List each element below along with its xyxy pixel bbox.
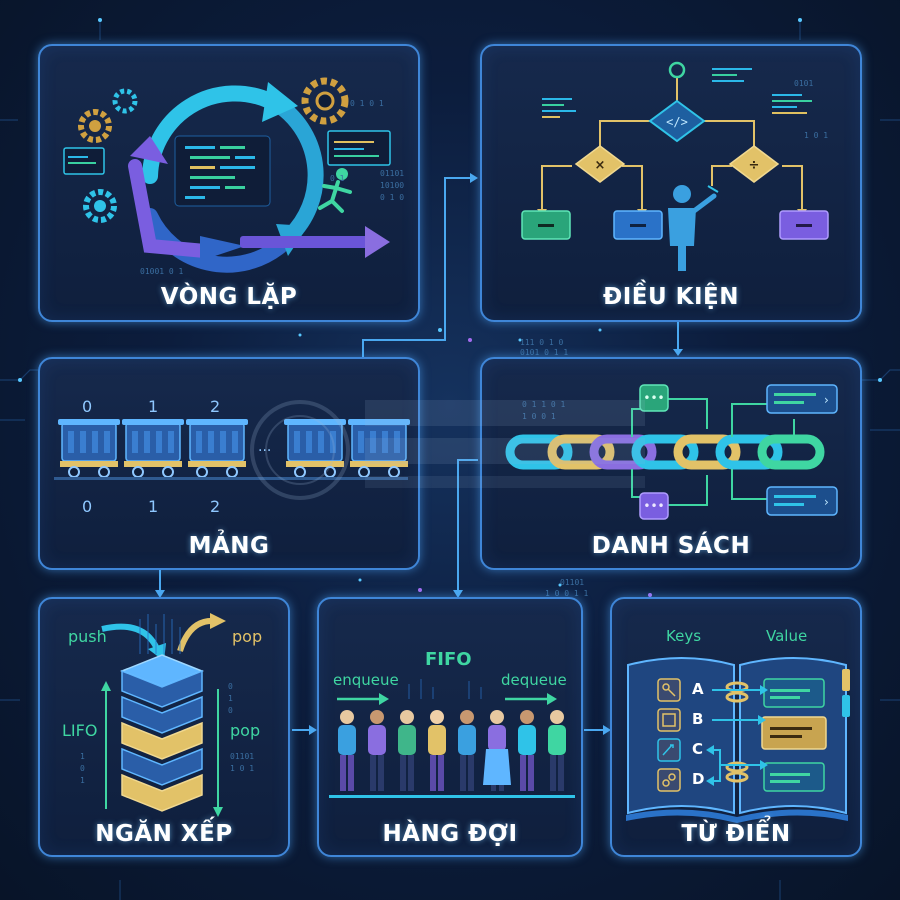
svg-text:0101 0 1 1: 0101 0 1 1	[520, 348, 568, 357]
svg-text:01101: 01101	[380, 169, 404, 178]
svg-text:0: 0	[228, 682, 233, 691]
panel-conditional: </> × ÷ 0101 1 0 1 ĐIỀU KIỆN	[480, 44, 862, 322]
svg-text:0 1 0: 0 1 0	[380, 193, 404, 202]
dictionary-key-a: A	[692, 680, 704, 698]
array-title: MẢNG	[188, 533, 270, 559]
svg-text:0 1: 0 1	[330, 174, 345, 183]
panel-linked-list: ••• ••• › › 0 1 1 0 1 1 0 0 1 DANH SÁCH	[480, 357, 862, 570]
svg-text:•••: •••	[643, 499, 664, 513]
flowchart-illustration: </> × ÷ 0101 1 0 1	[521, 61, 829, 271]
person-icon	[338, 710, 566, 791]
svg-text:•••: •••	[643, 391, 664, 405]
array-train-illustration: ...	[54, 418, 411, 480]
queue-fifo-label: FIFO	[425, 649, 472, 670]
linked-list-illustration: ••• ••• › › 0 1 1 0 1 1 0 0 1	[505, 384, 838, 520]
loop-title: VÒNG LẶP	[160, 284, 298, 310]
panel-dictionary: Keys Value	[610, 597, 862, 857]
panel-queue: FIFO enqueue dequeue HÀNG ĐỢI	[317, 597, 583, 857]
dictionary-key-d: D	[692, 770, 705, 788]
dictionary-title: TỪ ĐIỂN	[681, 821, 791, 847]
stack-lifo-label: LIFO	[62, 721, 98, 740]
svg-text:10100: 10100	[380, 181, 404, 190]
linked-list-title: DANH SÁCH	[591, 533, 751, 559]
svg-text:01101: 01101	[560, 578, 584, 587]
svg-text:›: ›	[824, 393, 829, 407]
person-icon	[668, 185, 717, 271]
svg-text:01101: 01101	[230, 752, 254, 761]
queue-dequeue-label: dequeue	[501, 671, 567, 689]
array-bottom-index-2: 2	[210, 497, 221, 516]
svg-text:0: 0	[228, 706, 233, 715]
stack-push-label: push	[68, 627, 107, 646]
array-top-index-0: 0	[82, 397, 93, 416]
svg-text:0 1 1 0 1: 0 1 1 0 1	[522, 400, 566, 409]
svg-text:1 0 1: 1 0 1	[230, 764, 254, 773]
svg-text:›: ›	[824, 495, 829, 509]
stack-pop-label-side: pop	[230, 721, 261, 740]
array-bottom-index-0: 0	[82, 497, 93, 516]
svg-text:1 0 0 1 1: 1 0 0 1 1	[545, 589, 589, 598]
queue-title: HÀNG ĐỢI	[382, 821, 518, 847]
panel-stack: 0 1 0 01101 1 0 1 1 0 1 push pop LIFO pop NGĂ…	[38, 597, 290, 857]
code-window-icon	[63, 130, 391, 175]
svg-text:0: 0	[80, 764, 85, 773]
svg-text:÷: ÷	[749, 158, 760, 173]
decision-diamond-icon: </> × ÷	[574, 99, 780, 183]
svg-text:0101: 0101	[794, 79, 813, 88]
array-ellipsis: ...	[258, 439, 271, 455]
dictionary-key-b: B	[692, 710, 704, 728]
panel-array: 0 1 2 ... 0 1 2 MẢNG	[38, 357, 420, 570]
svg-text:</>: </>	[666, 115, 688, 129]
train-car-icon	[58, 418, 411, 478]
dictionary-value-header: Value	[766, 627, 808, 645]
svg-text:01001 0 1: 01001 0 1	[140, 267, 184, 276]
svg-text:1: 1	[80, 752, 85, 761]
svg-text:0 1 0 1: 0 1 0 1	[350, 99, 384, 108]
svg-text:1 0 0 1: 1 0 0 1	[522, 412, 556, 421]
queue-illustration	[329, 679, 575, 798]
array-bottom-index-1: 1	[148, 497, 159, 516]
stack-pop-label-top: pop	[232, 627, 263, 646]
stack-illustration: 0 1 0 01101 1 0 1 1 0 1	[80, 613, 254, 817]
array-top-index-2: 2	[210, 397, 221, 416]
dictionary-book-illustration	[626, 657, 850, 823]
conditional-title: ĐIỀU KIỆN	[602, 284, 740, 310]
svg-text:1 0 1: 1 0 1	[804, 131, 828, 140]
svg-text:×: ×	[595, 158, 606, 173]
array-top-index-1: 1	[148, 397, 159, 416]
svg-text:1: 1	[228, 694, 233, 703]
loop-illustration: 0 1 01101 10100 0 1 0 01001 0 1 0 1 0 1	[63, 77, 404, 276]
svg-text:1: 1	[80, 776, 85, 785]
key-icon	[657, 678, 681, 792]
queue-enqueue-label: enqueue	[333, 671, 399, 689]
running-person-icon	[318, 168, 352, 213]
svg-text:111 0 1 0: 111 0 1 0	[520, 338, 564, 347]
dictionary-keys-header: Keys	[666, 627, 702, 645]
panel-loop: 0 1 01101 10100 0 1 0 01001 0 1 0 1 0 1 …	[38, 44, 420, 322]
dictionary-key-c: C	[692, 740, 704, 758]
gear-icon	[78, 77, 349, 223]
stack-title: NGĂN XẾP	[95, 821, 233, 847]
chain-link-icon	[505, 434, 825, 470]
